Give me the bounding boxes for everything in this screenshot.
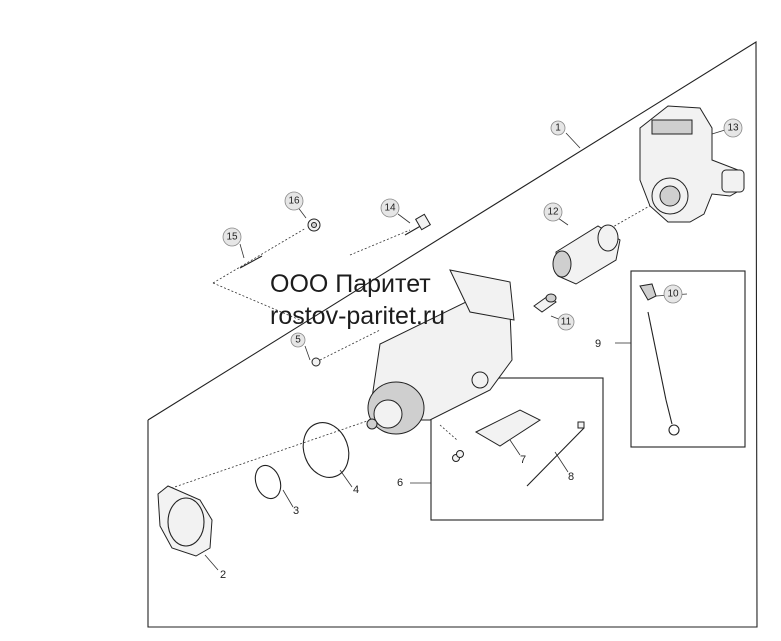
svg-text:14: 14 [384,203,396,214]
kit-nut [456,450,464,458]
svg-text:10: 10 [667,289,679,300]
label-6: 6 [397,477,403,489]
callout-5: 5 [290,332,306,348]
o-ring-part-4 [302,422,350,478]
callout-14: 14 [380,198,400,218]
callout-13: 13 [723,118,743,138]
cable-tie-part-8 [526,421,585,487]
watermark-company: ООО Паритет [270,270,431,298]
watermark-url: rostov-paritet.ru [270,302,446,330]
callout-1: 1 [550,120,566,136]
svg-text:1: 1 [555,123,561,134]
kit-box-6 [430,377,604,521]
svg-text:16: 16 [288,196,300,207]
label-8: 8 [568,471,574,483]
bolt-part-14 [404,213,432,236]
assembly-frame [147,41,758,628]
label-3: 3 [293,505,299,517]
svg-text:11: 11 [561,317,572,328]
small-nut-part-5 [311,357,321,367]
kit-box-9 [630,270,746,448]
label-part-7 [474,409,542,447]
watermark: ООО Паритет rostov-paritet.ru [270,268,445,332]
label-7: 7 [520,454,526,466]
svg-text:15: 15 [226,232,238,243]
solenoid-housing-part-13 [639,105,745,223]
label-9: 9 [595,338,601,350]
nut-part-16 [307,218,321,232]
leader-lines [204,129,726,571]
pinion-clutch-part-12 [552,224,621,285]
callout-15: 15 [222,227,242,247]
gasket-part-2 [157,485,213,557]
callout-16: 16 [284,191,304,211]
cable-part-10 [639,283,680,436]
svg-text:5: 5 [295,335,301,346]
o-ring-part-3 [254,464,282,500]
bushing-part-11 [533,293,557,313]
svg-text:13: 13 [727,123,739,134]
stud-part-15 [239,255,263,269]
callout-11: 11 [557,313,575,331]
callout-10: 10 [663,284,683,304]
label-2: 2 [220,569,226,581]
starter-motor-body [366,269,515,435]
label-4: 4 [353,484,359,496]
svg-text:12: 12 [547,207,559,218]
callout-12: 12 [543,202,563,222]
